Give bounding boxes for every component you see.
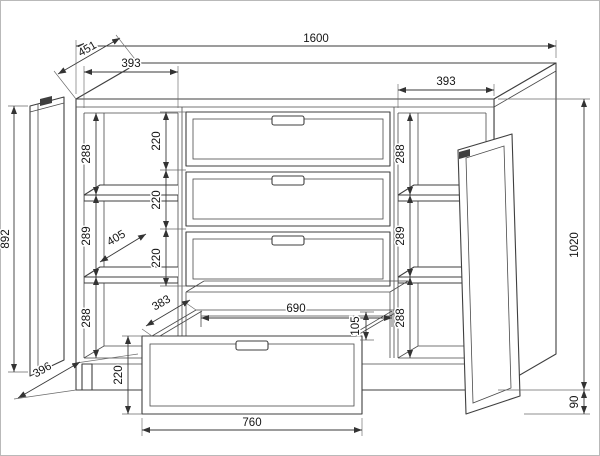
dim-line [57,37,121,75]
dim-label-left-door-height: 892 [0,229,12,248]
top-panel-edges [76,63,557,108]
left-door-panel [29,96,65,377]
dim-label-pulled-drawer-side-height: 105 [350,316,362,335]
right-door-panel [457,133,521,415]
dim-label-right-bottom-gap: 288 [395,308,407,327]
dim-pulled-drawer-side-height: 105 [349,311,374,341]
dim-label-pulled-drawer-inner-width: 690 [286,303,305,315]
dim-label-left-bottom-gap: 288 [81,308,93,327]
drawer-1-handle [271,115,305,126]
dim-ext [160,111,186,287]
dim-label-right-section-width: 393 [436,76,455,88]
drawer-3 [185,231,391,287]
dim-line [17,361,81,399]
left-door [29,96,65,377]
drawer-3-handle [271,235,305,246]
dim-label-drawer1-height: 220 [151,131,163,150]
dim-label-pulled-drawer-front-height: 220 [113,365,125,384]
dim-label-pulled-drawer-width: 760 [242,417,261,429]
dim-pulled-drawer-width: 760 [141,416,363,436]
right-back-wall-lines [398,113,486,358]
right-door-hinge-mark [459,149,470,159]
right-compartment-frame [397,112,487,359]
dim-right-section-width: 393 [397,75,495,108]
left-shelf-1 [84,184,178,202]
dim-plinth-height: 90 [524,390,590,415]
right-door-frame [465,145,512,404]
drawer-1 [185,111,391,167]
dim-line [99,233,147,263]
dim-right-gaps: 288 289 288 [394,113,413,358]
dim-ext [498,98,590,391]
dim-pulled-drawer-front-height: 220 [112,335,142,415]
dim-label-drawer3-height: 220 [151,248,163,267]
left-door-edges [29,102,65,372]
dim-left-gaps: 288 289 288 [80,113,99,358]
dim-label-right-middle-gap: 289 [395,226,407,245]
right-door [457,133,521,415]
drawer-2-handle [271,175,305,186]
left-door-hinge-mark [40,96,52,106]
dim-overall-height: 1020 [498,98,590,391]
dim-label-left-middle-gap: 289 [81,226,93,245]
pulled-drawer [141,309,401,415]
dim-label-overall-width: 1600 [303,33,329,45]
dim-drawer-heights: 220 220 220 [150,111,186,287]
dim-label-plinth-height: 90 [569,396,581,409]
cabinet-top-face [75,62,557,100]
dim-label-left-top-gap: 288 [81,144,93,163]
dim-left-section-width: 393 [83,57,179,108]
dimensions: 1600 451 393 288 289 288 405 [0,32,590,436]
pulled-drawer-handle [235,340,269,351]
dim-label-left-section-width: 393 [121,58,140,70]
left-compartment-frame [83,112,179,359]
dim-label-right-top-gap: 288 [395,144,407,163]
left-shelf-2 [84,266,178,284]
dim-pulled-drawer-inner-width: 690 [201,302,392,321]
left-leg [81,363,93,391]
dim-label-overall-height: 1020 [569,232,581,258]
dim-left-door-height: 892 [0,105,28,373]
dim-line [145,299,191,327]
drawer-2 [185,171,391,227]
dim-label-drawer2-height: 220 [151,190,163,209]
